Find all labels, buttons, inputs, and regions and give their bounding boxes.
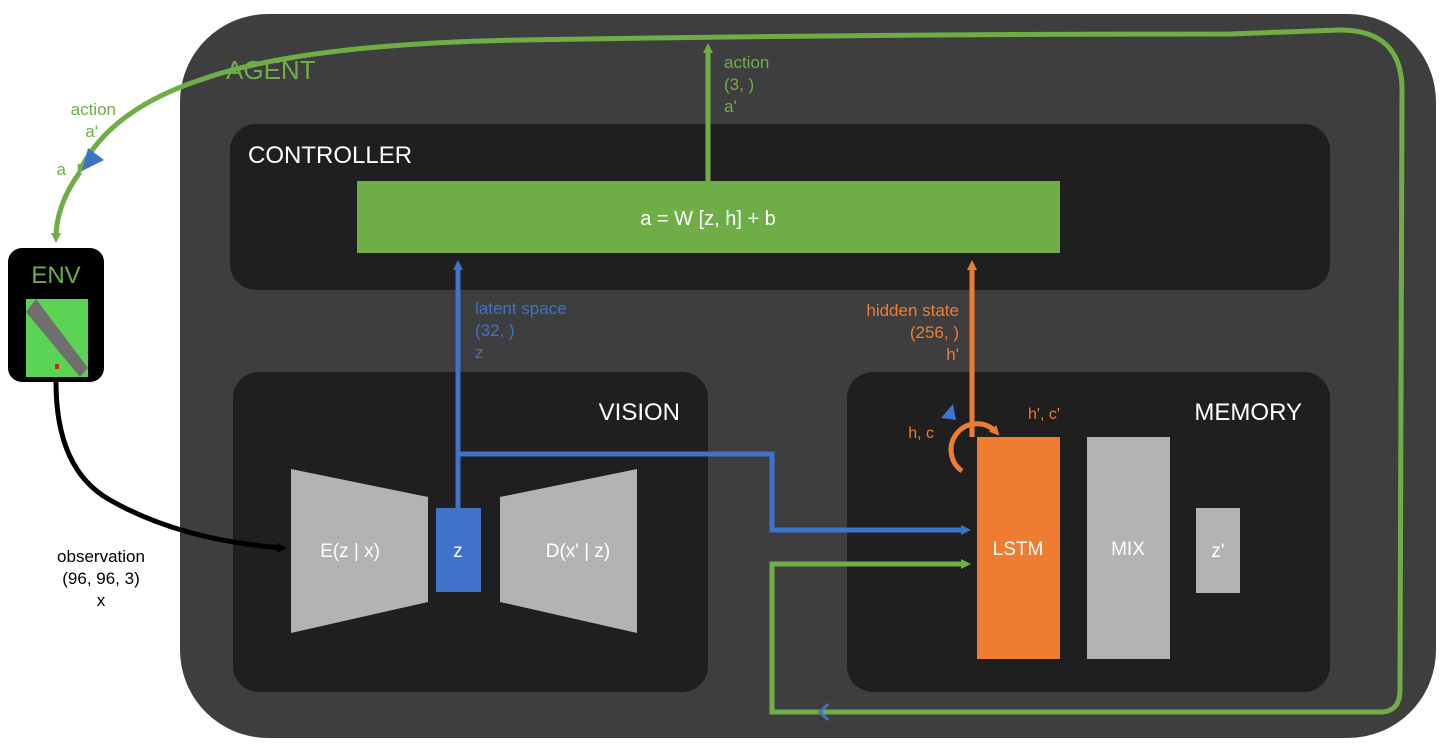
recurrent-out-label: h', c' — [1028, 406, 1060, 423]
action-loop-arrow — [77, 27, 1405, 715]
recurrent-loop-arrow — [948, 421, 1000, 474]
z-next-block — [1196, 508, 1240, 593]
decoder-block — [500, 469, 637, 633]
hidden-state-label-2: (256, ) — [910, 323, 959, 342]
lstm-block — [977, 437, 1060, 659]
recurrent-in-label: h, c — [908, 425, 934, 442]
action-to-memory-arrow — [769, 559, 1302, 715]
vision-label: VISION — [599, 399, 680, 426]
encoder-block — [291, 469, 428, 633]
lstm-label: LSTM — [993, 539, 1044, 560]
latent-space-label-3: z — [475, 343, 484, 362]
action-out-label-1: action — [724, 53, 769, 72]
observation-label-3: x — [97, 591, 106, 610]
encoder-label: E(z | x) — [320, 541, 380, 562]
env-frame-image — [26, 299, 88, 377]
recurrent-marker-icon — [941, 404, 956, 420]
memory-label: MEMORY — [1194, 399, 1302, 426]
hidden-state-label-3: h' — [946, 345, 959, 364]
latent-space-label-1: latent space — [475, 299, 567, 318]
action-in-label-2: a' — [85, 122, 98, 141]
controller-formula: a = W [z, h] + b — [640, 208, 776, 230]
decoder-label: D(x' | z) — [546, 541, 611, 562]
latent-to-lstm-arrow — [458, 451, 971, 535]
observation-label-1: observation — [57, 547, 145, 566]
action-out-label-3: a' — [724, 97, 737, 116]
z-next-label: z' — [1211, 541, 1224, 562]
env-label: ENV — [31, 262, 80, 289]
action-to-env-arrow — [51, 170, 83, 243]
action-out-label-2: (3, ) — [724, 75, 754, 94]
loop-chevron-icon — [817, 702, 830, 722]
mix-block — [1087, 437, 1170, 659]
observation-label-2: (96, 96, 3) — [62, 569, 140, 588]
controller-label: CONTROLLER — [248, 142, 412, 169]
controller-formula-block — [357, 181, 1060, 253]
hidden-state-label-1: hidden state — [866, 301, 959, 320]
action-direction-marker-icon — [82, 148, 104, 171]
observation-arrow — [53, 381, 287, 553]
latent-z-block — [436, 508, 481, 592]
mix-label: MIX — [1111, 539, 1145, 560]
action-in-label-1: action — [71, 100, 116, 119]
latent-space-label-2: (32, ) — [475, 321, 515, 340]
action-in-label-3: a — [57, 160, 67, 179]
latent-z-label: z — [453, 541, 463, 562]
